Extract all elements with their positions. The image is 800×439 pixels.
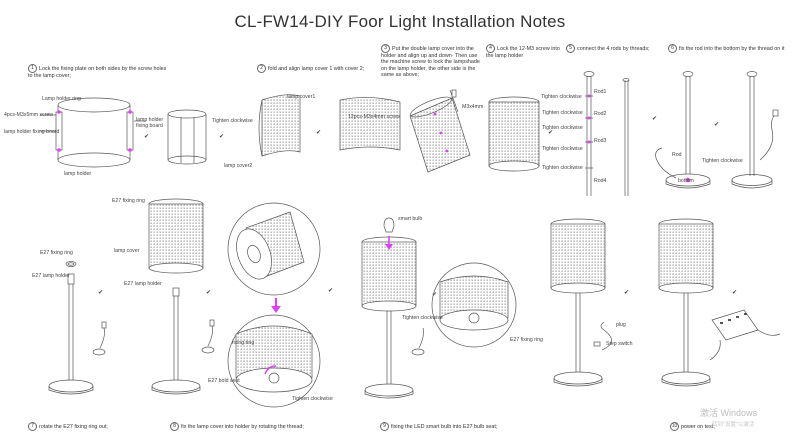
label-lamp-holder: lamp holder — [64, 171, 92, 177]
label-e27-fixing-ring-9: E27 fixing ring — [510, 337, 543, 343]
step-number: 9 — [380, 422, 389, 431]
label-m3x4mm: M3x4mm — [462, 104, 484, 110]
label-rod3: Rod3 — [594, 138, 607, 144]
step7-stand — [48, 261, 107, 395]
step-number: 3 — [381, 44, 390, 53]
label-tighten-clockwise-5a: Tighten clockwise — [542, 110, 583, 116]
label-smart-bulb: smart bulb — [398, 216, 423, 222]
label-fixing-board-right: lamp holder fixing board — [136, 117, 164, 129]
label-lamp-cover2: lamp cover2 — [224, 163, 253, 169]
label-e27-fixing-ring: E27 fixing ring — [40, 250, 73, 256]
label-e27-lamp-holder: E27 lamp holder — [32, 273, 70, 279]
step-text: fold and align lamp cover 1 with cover 2… — [268, 65, 365, 72]
step-number: 5 — [566, 44, 575, 53]
label-rod2: Rod2 — [594, 111, 607, 117]
check-icon: ✔ — [548, 130, 554, 136]
label-fixing-ring: fixing ring — [232, 340, 255, 346]
label-lamp-cover: lamp cover — [114, 248, 140, 254]
step-number: 2 — [257, 64, 266, 73]
label-rod4: Rod4 — [594, 178, 607, 184]
label-tighten-clockwise-5b: Tighten clockwise — [542, 125, 583, 131]
step-number: 10 — [670, 422, 679, 431]
step-text: fix the lamp cover into holder by rotati… — [181, 423, 304, 430]
check-icon: ✔ — [219, 134, 225, 140]
step-text: Lock the 12-M3 screw into the lamp holde… — [486, 45, 560, 59]
label-lamp-holder-ring: Lamp holder ring — [42, 96, 81, 102]
step-number: 6 — [668, 44, 677, 53]
step-text: Lock the fixing plate on both sides by t… — [28, 65, 167, 79]
label-bottom: bottom — [678, 178, 694, 184]
label-step-switch: Step switch — [606, 341, 633, 347]
label-tighten-clockwise-9: Tighten clockwise — [402, 315, 443, 321]
label-tighten-clockwise-5c: Tighten clockwise — [542, 146, 583, 152]
page-title: CL-FW14-DIY Foor Light Installation Note… — [234, 12, 566, 31]
detail-circle-top — [227, 202, 321, 296]
step-text: fixing the LED smart bulb into E27 bulb … — [391, 423, 498, 430]
step5-rods — [583, 71, 630, 196]
step2-frame — [167, 109, 207, 165]
label-rod: Rod — [672, 152, 682, 158]
check-icon: ✔ — [328, 288, 334, 294]
step10-lamp-a — [550, 218, 612, 387]
step-text: rotate the E27 fixing ring out; — [39, 423, 108, 430]
check-icon: ✔ — [652, 116, 658, 122]
label-screws-12pcs: 12pcs-M3x4mm screw — [348, 114, 400, 120]
step-text: fix the rod into the bottom by the threa… — [679, 45, 785, 52]
windows-activation-watermark: 激活 Windows — [700, 408, 758, 418]
step-text: Put the double lamp cover into the holde… — [381, 45, 480, 79]
label-tighten-clockwise-5d: Tighten clockwise — [542, 165, 583, 171]
check-icon: ✔ — [732, 290, 738, 296]
step-number: 8 — [170, 422, 179, 431]
label-plug: plug — [616, 322, 626, 328]
label-tighten-clockwise-2: Tighten clockwise — [212, 118, 253, 124]
step6-stand — [655, 71, 779, 189]
step10-lamp-b — [658, 218, 781, 387]
step-number: 7 — [28, 422, 37, 431]
step4-drum — [488, 96, 540, 172]
check-icon: ✔ — [624, 290, 630, 296]
check-icon: ✔ — [206, 290, 212, 296]
check-icon: ✔ — [432, 292, 438, 298]
windows-activation-hint: 转到"设置"以激活 — [712, 422, 755, 428]
step8-lamp — [148, 198, 215, 395]
step-number: 1 — [28, 64, 37, 73]
check-icon: ✔ — [144, 134, 150, 140]
step-text: power on test; — [681, 423, 715, 430]
label-e27-fixing-ring-top: E27 fixing ring — [112, 198, 145, 204]
check-icon: ✔ — [98, 290, 104, 296]
check-icon: ✔ — [316, 130, 322, 136]
label-tighten-clockwise-4: Tighten clockwise — [541, 94, 582, 100]
step9-lamp — [361, 217, 425, 399]
label-e27-bold-seat: E27 bold seat — [208, 378, 240, 384]
detail-circle-bulb — [431, 262, 517, 348]
label-e27-lamp-holder-8: E27 lamp holder — [124, 281, 162, 287]
step-text: connect the 4 rods by threads; — [577, 45, 650, 52]
label-lamp-cover1: lamp cover1 — [287, 94, 316, 100]
label-fixing-board-left: lamp holder fixing board — [4, 129, 60, 135]
step3-drum — [409, 89, 471, 173]
detail-circle-bottom — [227, 314, 321, 408]
check-icon: ✔ — [714, 122, 720, 128]
label-tighten-clockwise-6: Tighten clockwise — [702, 158, 743, 164]
label-rod1: Rod1 — [594, 89, 607, 95]
step-number: 4 — [486, 44, 495, 53]
label-tighten-clockwise-8: Tighten clockwise — [292, 396, 333, 402]
label-screws-m3x5: 4pcs-M3x5mm screw — [4, 112, 54, 118]
